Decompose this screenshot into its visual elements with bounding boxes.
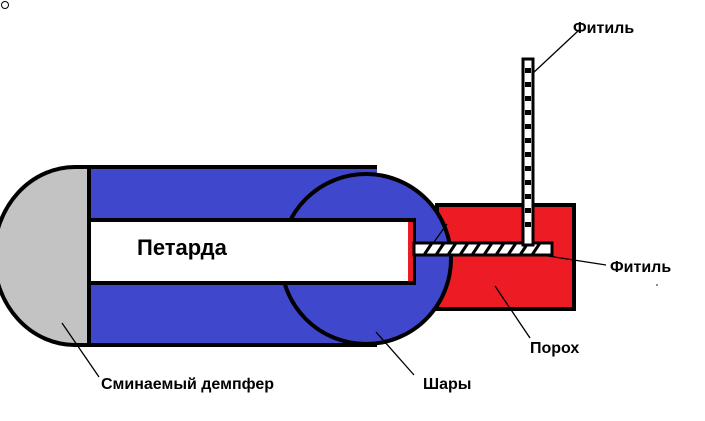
fuse-horizontal-hatch: [422, 242, 542, 256]
stray-dot: [656, 284, 658, 286]
leader-fitil-top: [531, 30, 579, 75]
label-porokh: Порох: [530, 340, 579, 357]
label-fitil-top: Фитиль: [573, 20, 634, 37]
leader-balls-inner: [433, 223, 448, 243]
leader-shary: [375, 331, 415, 376]
label-fitil-right: Фитиль: [610, 259, 671, 276]
leader-dempfer: [61, 322, 100, 378]
label-shary: Шары: [423, 376, 471, 393]
firecracker-cap: [408, 222, 413, 281]
corner-dot: [1, 1, 9, 9]
leader-fitil-right: [547, 255, 607, 266]
fuse-vertical-hatch: [525, 68, 531, 227]
firecracker-core: [87, 218, 416, 285]
leader-porokh: [494, 285, 531, 339]
damper-shape: [0, 165, 91, 347]
label-petarda: Петарда: [137, 235, 228, 260]
label-dempfer: Сминаемый демпфер: [101, 376, 274, 393]
